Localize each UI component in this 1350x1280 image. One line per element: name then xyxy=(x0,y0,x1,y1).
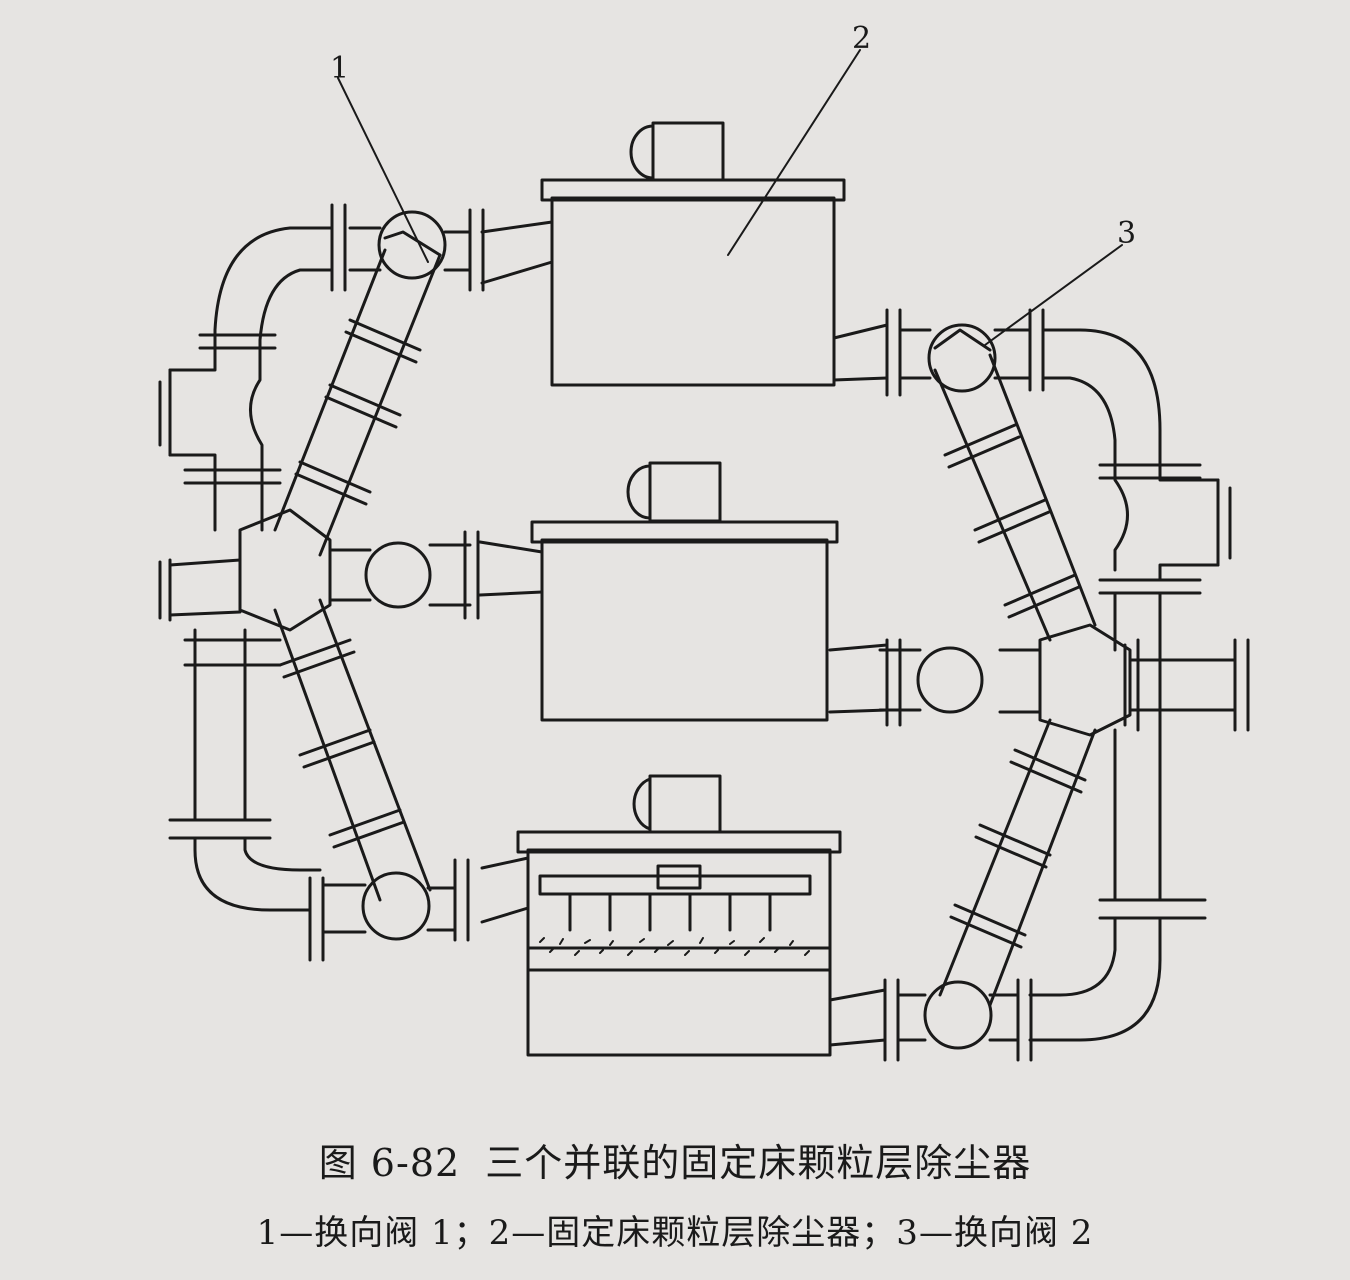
reversing-valve-2 xyxy=(828,308,1250,1062)
figure-caption: 图 6-82 三个并联的固定床颗粒层除尘器 xyxy=(0,1132,1350,1187)
callout-2: 2 xyxy=(852,21,871,56)
leader-line-3 xyxy=(984,244,1123,346)
collector-top xyxy=(480,121,846,387)
figure-label: 图 6-82 xyxy=(318,1141,461,1185)
figure-legend: 1—换向阀 1；2—固定床颗粒层除尘器；3—换向阀 2 xyxy=(256,1213,1094,1253)
figure-title: 三个并联的固定床颗粒层除尘器 xyxy=(485,1141,1032,1185)
callout-1: 1 xyxy=(330,51,349,86)
leader-line-2 xyxy=(727,49,861,256)
leader-line-1 xyxy=(337,77,429,263)
collector-bottom xyxy=(480,774,887,1057)
reversing-valve-1 xyxy=(158,203,485,962)
callout-3: 3 xyxy=(1117,216,1136,251)
collector-middle xyxy=(478,461,839,722)
